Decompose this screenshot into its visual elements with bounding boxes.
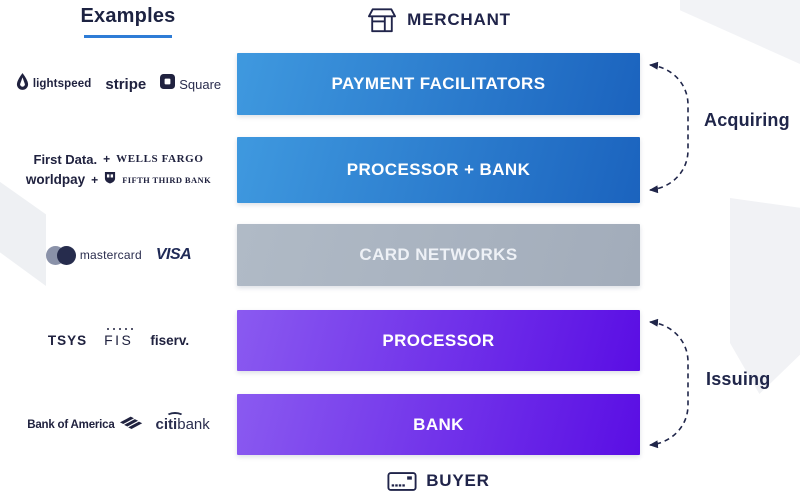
square-label: Square — [179, 76, 222, 92]
logo-square: Square — [160, 74, 221, 94]
layer-bar-processor: PROCESSOR — [237, 310, 640, 371]
credit-card-icon — [387, 470, 417, 493]
buyer-label: BUYER — [426, 471, 490, 490]
layer-bar-bank: BANK — [237, 394, 640, 455]
layer-label: CARD NETWORKS — [359, 245, 518, 264]
lightspeed-flame-icon — [16, 73, 29, 95]
mastercard-circles-icon — [45, 245, 76, 265]
mastercard-label: mastercard — [79, 248, 142, 262]
logo-fis: FIS — [104, 327, 133, 350]
logo-fiserv: fiserv. — [150, 333, 190, 348]
logo-visa: VISA — [155, 246, 192, 263]
examples-heading-underline — [84, 35, 172, 38]
citi-arc-decoration — [165, 412, 184, 421]
acquiring-bracket — [649, 61, 689, 194]
processor-bank-pair-2: worldpay + FIFTH THIRD BANK — [26, 171, 211, 189]
background-shape-top-right — [680, 0, 800, 64]
plus-separator: + — [103, 152, 111, 166]
examples-row-card-networks: mastercard VISA — [0, 224, 237, 286]
logo-mastercard: mastercard — [45, 245, 142, 265]
layer-label: PROCESSOR — [382, 330, 495, 350]
examples-row-payment-facilitators: lightspeed stripe Square — [0, 53, 237, 115]
logo-stripe: stripe — [105, 75, 147, 93]
logo-lightspeed: lightspeed — [16, 73, 92, 95]
logo-worldpay: worldpay — [25, 172, 86, 187]
layer-bar-card-networks: CARD NETWORKS — [237, 224, 640, 286]
examples-row-processor-bank: First Data. + WELLS FARGO worldpay + FIF… — [0, 137, 237, 203]
layer-bar-processor-plus-bank: PROCESSOR + BANK — [237, 137, 640, 203]
examples-row-processor: TSYS FIS fiserv. — [0, 310, 237, 371]
examples-heading-label: Examples — [80, 5, 176, 27]
merchant-label: MERCHANT — [407, 10, 511, 29]
logo-tsys: TSYS — [47, 333, 88, 348]
processor-bank-pair-1: First Data. + WELLS FARGO — [34, 152, 204, 167]
square-icon — [160, 74, 176, 94]
logo-first-data: First Data. — [33, 151, 98, 167]
bank-of-america-label: Bank of America — [27, 418, 115, 431]
buyer-endpoint: BUYER — [237, 464, 640, 498]
bofa-flag-icon — [119, 415, 144, 434]
merchant-endpoint: MERCHANT — [237, 3, 640, 37]
examples-heading: Examples — [80, 5, 176, 38]
citibank-suffix-label: bank — [177, 416, 210, 433]
acquiring-label: Acquiring — [704, 110, 790, 130]
storefront-icon — [366, 6, 398, 34]
lightspeed-label: lightspeed — [32, 78, 92, 90]
background-shape-right — [730, 198, 800, 394]
fis-dots-decoration — [107, 327, 110, 330]
fifth-third-shield-icon — [104, 171, 116, 189]
issuing-bracket — [649, 318, 689, 449]
layer-label: PAYMENT FACILITATORS — [331, 74, 546, 93]
logo-wells-fargo: WELLS FARGO — [116, 153, 204, 165]
layer-label: PROCESSOR + BANK — [346, 160, 531, 179]
plus-separator: + — [91, 172, 99, 187]
layer-label: BANK — [413, 414, 464, 434]
issuing-label: Issuing — [706, 369, 771, 389]
logo-bank-of-america: Bank of America — [27, 415, 143, 434]
layer-bar-payment-facilitators: PAYMENT FACILITATORS — [237, 53, 640, 115]
logo-fifth-third-bank: FIFTH THIRD BANK — [122, 174, 212, 185]
